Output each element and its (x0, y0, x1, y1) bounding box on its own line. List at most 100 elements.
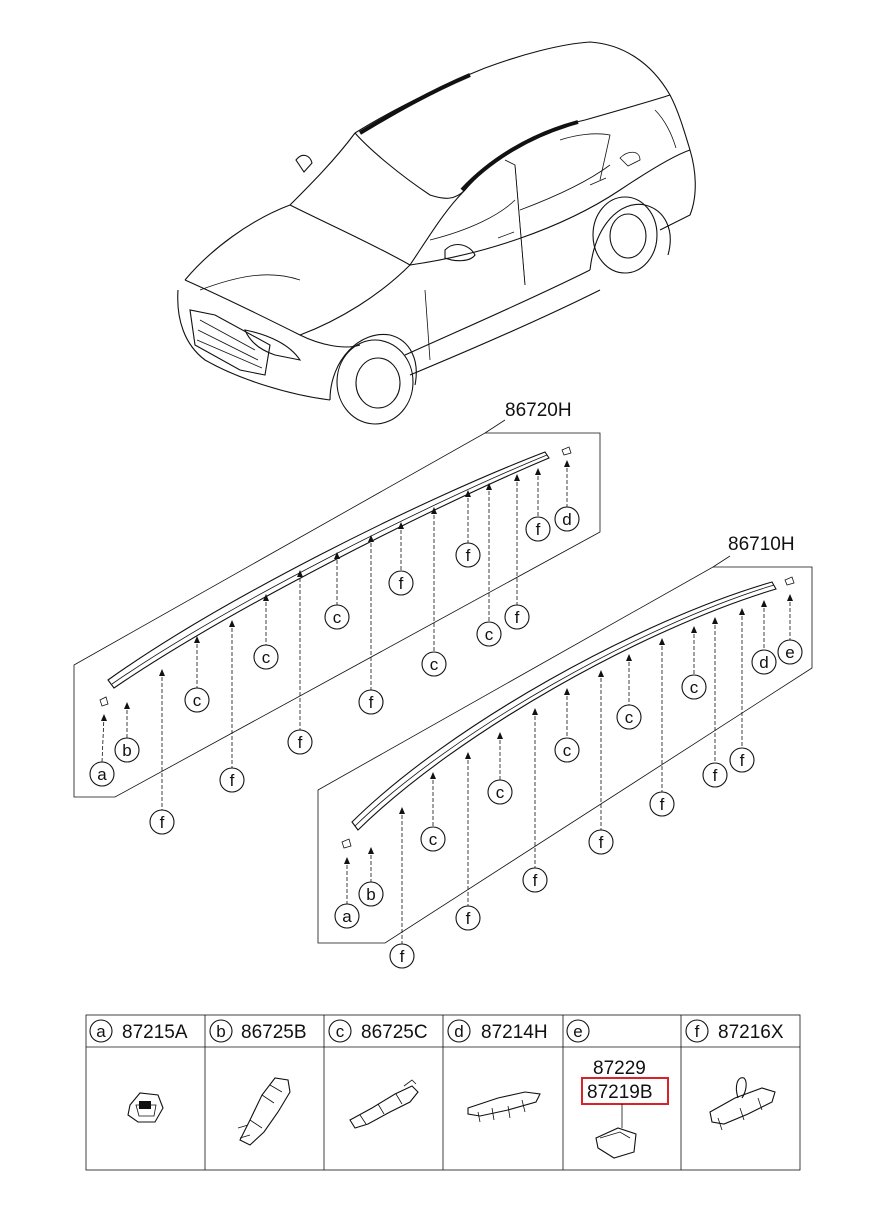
callout-letter[interactable]: c (496, 783, 505, 802)
part-number-87214H[interactable]: 87214H (481, 1022, 548, 1043)
arrow-icon (368, 535, 374, 542)
callout-letter[interactable]: f (536, 520, 541, 539)
arrow-icon (399, 807, 405, 814)
callout-circle (751, 649, 777, 675)
callout-letter[interactable]: f (369, 693, 374, 712)
callout-letter[interactable]: d (759, 653, 768, 672)
callout-letter[interactable]: f (230, 771, 235, 790)
arrow-icon (101, 714, 107, 721)
arrow-icon (739, 608, 745, 615)
clip-icon (467, 1091, 541, 1123)
callout-circle (388, 570, 414, 596)
callout-circle (681, 674, 707, 700)
arrow-icon (263, 594, 269, 601)
callout-letter[interactable]: c (429, 830, 438, 849)
arrow-icon (761, 600, 767, 607)
arrow-icon (398, 522, 404, 529)
callout-letter[interactable]: f (466, 909, 471, 928)
arrow-icon (465, 490, 471, 497)
callout-letter[interactable]: f (466, 546, 471, 565)
callout-circle (219, 767, 245, 793)
callout-f: f (455, 752, 481, 931)
callout-c: c (421, 507, 447, 677)
callout-letter[interactable]: e (785, 643, 794, 662)
arrow-icon (431, 507, 437, 514)
callout-letter[interactable]: f (160, 813, 165, 832)
callout-circle (184, 687, 210, 713)
arrow-icon (712, 617, 718, 624)
callout-letter[interactable]: f (399, 574, 404, 593)
callout-a: a (89, 714, 115, 787)
callout-f: f (702, 617, 728, 788)
callout-letter[interactable]: c (485, 625, 494, 644)
table-cell-d: d 87214H (447, 1019, 548, 1123)
highlight-box (581, 1077, 669, 1105)
callout-letter[interactable]: f (740, 751, 745, 770)
table-letter-f: f (695, 1022, 700, 1041)
callout-letter[interactable]: f (599, 833, 604, 852)
arrow-icon (535, 468, 541, 475)
callout-letter[interactable]: c (333, 608, 342, 627)
callout-circle (554, 506, 580, 532)
callout-circle (729, 747, 755, 773)
table-letter-a: a (96, 1022, 106, 1041)
callout-letter[interactable]: a (97, 765, 107, 784)
parts-table: a 87215A b 86725B c 86725C (85, 1014, 801, 1171)
roof-molding-strip (107, 451, 550, 689)
callout-letter[interactable]: c (563, 741, 572, 760)
callout-circle (455, 905, 481, 931)
arrow-icon (691, 626, 697, 633)
clip-icon (709, 1077, 776, 1131)
callout-letter[interactable]: d (562, 510, 571, 529)
callout-a: a (334, 857, 360, 929)
callout-circle (525, 516, 551, 542)
callout-circle (649, 791, 675, 817)
roof-molding-strip (351, 581, 777, 831)
callout-letter[interactable]: f (660, 795, 665, 814)
callout-circle (487, 779, 513, 805)
clip-icon (237, 1077, 291, 1146)
callout-c: c (253, 594, 279, 670)
callout-letter[interactable]: c (262, 648, 271, 667)
clip-icon (349, 1079, 419, 1129)
callout-f: f (729, 608, 755, 773)
part-number-86725B[interactable]: 86725B (241, 1022, 307, 1043)
table-cell-f: f 87216X (685, 1019, 784, 1131)
part-number-87215A[interactable]: 87215A (122, 1022, 188, 1043)
callout-circle (334, 903, 360, 929)
arrow-icon (787, 594, 793, 601)
callout-letter[interactable]: c (690, 678, 699, 697)
callout-circle (616, 704, 642, 730)
callout-e: e (777, 594, 803, 665)
callout-letter[interactable]: f (713, 766, 718, 785)
callout-letter[interactable]: a (342, 907, 352, 926)
table-letter-e: e (573, 1022, 582, 1041)
callout-letter[interactable]: f (515, 608, 520, 627)
callout-c: c (324, 552, 350, 630)
callout-letter[interactable]: f (298, 733, 303, 752)
callout-c: c (487, 732, 513, 805)
callout-letter[interactable]: c (430, 655, 439, 674)
part-number-87216X[interactable]: 87216X (718, 1022, 784, 1043)
callout-letter[interactable]: c (625, 708, 634, 727)
callout-circle (554, 737, 580, 763)
callout-f: f (149, 669, 175, 835)
callout-letter[interactable]: f (400, 947, 405, 966)
callout-circle (421, 651, 447, 677)
part-number-87219B[interactable]: 87219B (587, 1082, 653, 1103)
assembly-upper: 86720H (73, 400, 601, 798)
arrow-icon (497, 732, 503, 739)
callout-letter[interactable]: c (193, 691, 202, 710)
callout-letter[interactable]: f (533, 871, 538, 890)
arrow-icon (194, 636, 200, 643)
arrow-icon (159, 669, 165, 676)
clip-icon (127, 1092, 164, 1123)
part-number-87229[interactable]: 87229 (593, 1058, 646, 1079)
part-number-86725C[interactable]: 86725C (361, 1022, 428, 1043)
callout-circle (389, 943, 415, 969)
callout-letter[interactable]: b (122, 741, 131, 760)
callout-letter[interactable]: b (366, 885, 375, 904)
callout-circle (324, 604, 350, 630)
arrow-icon (465, 752, 471, 759)
